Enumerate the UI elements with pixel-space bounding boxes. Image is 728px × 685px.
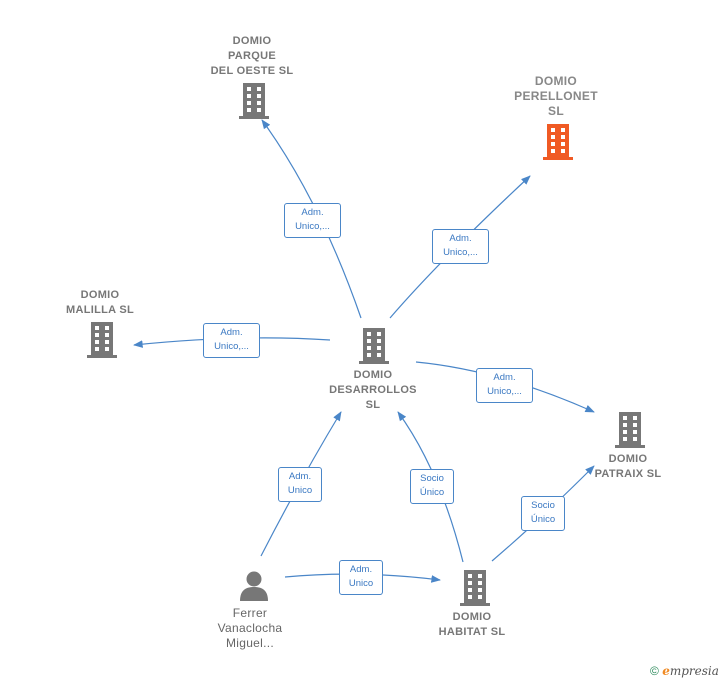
building-icon[interactable] — [86, 322, 118, 358]
edge-label-line2: Unico,... — [214, 341, 249, 352]
edge-label-patraix[interactable]: Adm. Unico,... — [476, 368, 533, 403]
edge-label-malilla[interactable]: Adm. Unico,... — [203, 323, 260, 358]
edge-label-line1: Adm. — [349, 564, 373, 575]
edge-label-line1: Adm. — [493, 372, 516, 383]
edge-label-line2: Unico — [348, 578, 374, 589]
node-label-perellonet[interactable]: DOMIO PERELLONET SL — [514, 74, 598, 118]
edge-label-habitat-desarrollos[interactable]: Socio Único — [410, 469, 454, 504]
edge-label-line2: Unico — [287, 485, 313, 496]
building-icon[interactable] — [358, 328, 390, 364]
edge-label-habitat-patraix[interactable]: Socio Único — [521, 496, 565, 531]
edge-label-line2: Único — [530, 514, 556, 525]
edge-label-line1: Socio — [420, 473, 444, 484]
edge-label-ferrer-desarrollos[interactable]: Adm. Unico — [278, 467, 322, 502]
brand-logo[interactable]: empresia — [662, 664, 719, 678]
copyright-icon: © — [650, 664, 659, 678]
node-label-malilla[interactable]: DOMIO MALILLA SL — [66, 289, 134, 316]
edge-label-line1: Adm. — [288, 471, 312, 482]
building-icon-highlighted[interactable] — [542, 124, 574, 160]
edge-label-parque[interactable]: Adm. Unico,... — [284, 203, 341, 238]
node-label-habitat[interactable]: DOMIO HABITAT SL — [438, 611, 506, 638]
edge-label-line1: Adm. — [220, 327, 243, 338]
node-label-ferrer[interactable]: Ferrer Vanaclocha Miguel... — [217, 606, 283, 650]
edge-label-line2: Único — [419, 487, 445, 498]
building-icon[interactable] — [459, 570, 491, 606]
edge-label-line2: Unico,... — [295, 221, 330, 232]
node-label-patraix[interactable]: DOMIO PATRAIX SL — [594, 453, 662, 480]
edge-label-line1: Socio — [531, 500, 555, 511]
footer-branding: © empresia — [650, 664, 719, 678]
edge-label-line1: Adm. — [449, 233, 472, 244]
person-icon[interactable] — [238, 570, 270, 602]
brand-logo-e: e — [662, 664, 670, 678]
building-icon[interactable] — [614, 412, 646, 448]
edge-label-line2: Unico,... — [487, 386, 522, 397]
edge-label-line2: Unico,... — [443, 247, 478, 258]
node-label-desarrollos[interactable]: DOMIO DESARROLLOS SL — [329, 369, 417, 411]
building-icon[interactable] — [238, 83, 270, 119]
edge-label-perellonet[interactable]: Adm. Unico,... — [432, 229, 489, 264]
edge-label-ferrer-habitat[interactable]: Adm. Unico — [339, 560, 383, 595]
brand-logo-text: mpresia — [669, 664, 719, 678]
node-label-parque[interactable]: DOMIO PARQUE DEL OESTE SL — [210, 35, 294, 77]
edge-label-line1: Adm. — [301, 207, 324, 218]
